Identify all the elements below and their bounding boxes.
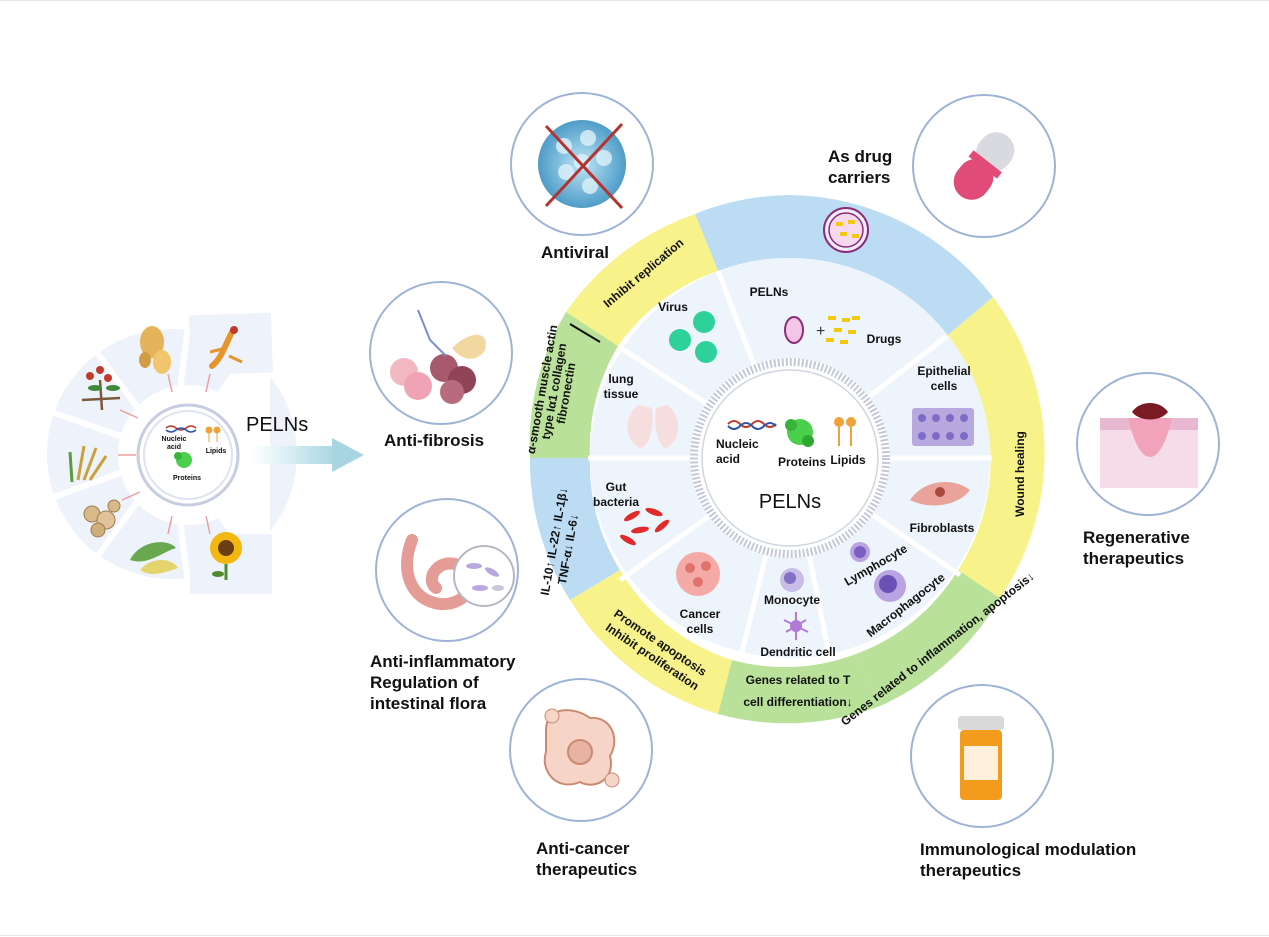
fibrosis-arrow	[569, 323, 601, 343]
segment-cancer-cells-label: Cancer cells	[679, 607, 721, 636]
antiviral-label: Antiviral	[541, 243, 610, 262]
nanoparticle-icon	[823, 207, 869, 253]
band-genes-t-cell-line1: Genes related to T	[746, 673, 851, 687]
segment-fibroblasts-label: Fibroblasts	[909, 521, 975, 535]
dendritic-cell-icon	[783, 612, 809, 640]
lipid-icon	[205, 426, 221, 442]
core-lipid-icon	[834, 417, 856, 446]
berry-plant-icon	[81, 366, 121, 411]
fibroblast-icon	[910, 481, 970, 506]
band-genes-t-cell-line2: cell differentiation↓	[743, 695, 852, 709]
gut-bacteria-icon	[620, 507, 670, 546]
protein-icon	[174, 452, 192, 468]
ginger-icon	[139, 326, 171, 374]
lung-tissue-icon	[627, 405, 679, 448]
leaf-icon	[130, 542, 178, 574]
segment-virus-label: Virus	[658, 300, 688, 314]
core-proteins-label: Proteins	[777, 455, 826, 469]
core-nucleic-acid-label: Nucleic acid	[716, 437, 759, 466]
sunflower-icon	[210, 532, 242, 580]
core-lipids-label: Lipids	[830, 453, 866, 467]
core-pelns-label: PELNs	[758, 491, 822, 513]
cancer-cells-icon	[676, 552, 720, 596]
source-proteins-label: Proteins	[172, 475, 201, 482]
monocyte-icon	[780, 568, 804, 592]
anti-inflammatory-label: Anti-inflammatory Regulation of intestin…	[370, 652, 516, 713]
source-pelns-label: PELNs	[246, 414, 309, 436]
band-wound-healing: Wound healing	[1013, 431, 1027, 517]
main-wheel: +	[529, 195, 1045, 724]
intestine-icon	[401, 534, 515, 611]
source-lipids-label: Lipids	[205, 448, 227, 455]
anti-cancer-label: Anti-cancer therapeutics	[536, 839, 638, 879]
virus-icon	[538, 120, 626, 210]
immunological-label: Immunological modulation therapeutics	[920, 840, 1137, 880]
segment-drugs-label: Drugs	[866, 332, 902, 346]
svg-text:+: +	[816, 323, 825, 340]
drug-carriers-label: As drug carriers	[828, 147, 893, 187]
root-slices-icon	[83, 499, 121, 538]
flow-arrow	[252, 438, 364, 472]
lungs-icon	[390, 309, 486, 404]
source-nucleic-acid-label: Nucleic acid	[161, 436, 187, 451]
segment-pelns-label: PELNs	[749, 285, 789, 299]
wheat-icon	[68, 445, 108, 483]
skin-wound-icon	[1100, 403, 1198, 488]
pill-bottle-icon	[958, 716, 1004, 800]
regenerative-label: Regenerative therapeutics	[1083, 528, 1190, 568]
lymphocyte-icon	[850, 542, 870, 562]
cancer-cell-icon	[543, 708, 620, 788]
bottom-border	[0, 935, 1269, 936]
segment-lung-tissue-label: lung tissue	[603, 372, 639, 401]
segment-dendritic-label: Dendritic cell	[760, 645, 836, 659]
capsule-icon	[953, 132, 1015, 200]
ginseng-icon	[209, 326, 243, 369]
anti-fibrosis-label: Anti-fibrosis	[384, 431, 485, 450]
core-protein-icon	[785, 419, 814, 447]
top-border	[0, 0, 1269, 1]
segment-epithelial-label: Epithelial cells	[917, 364, 971, 393]
segment-gut-bacteria-label: Gut bacteria	[592, 480, 640, 509]
source-wheel	[44, 309, 297, 601]
epithelial-cells-icon	[912, 408, 974, 446]
segment-monocyte-label: Monocyte	[763, 593, 820, 607]
macrophage-icon	[874, 570, 906, 602]
virus-particles-icon	[669, 311, 717, 363]
drug-carrier-icon: +	[784, 316, 860, 344]
